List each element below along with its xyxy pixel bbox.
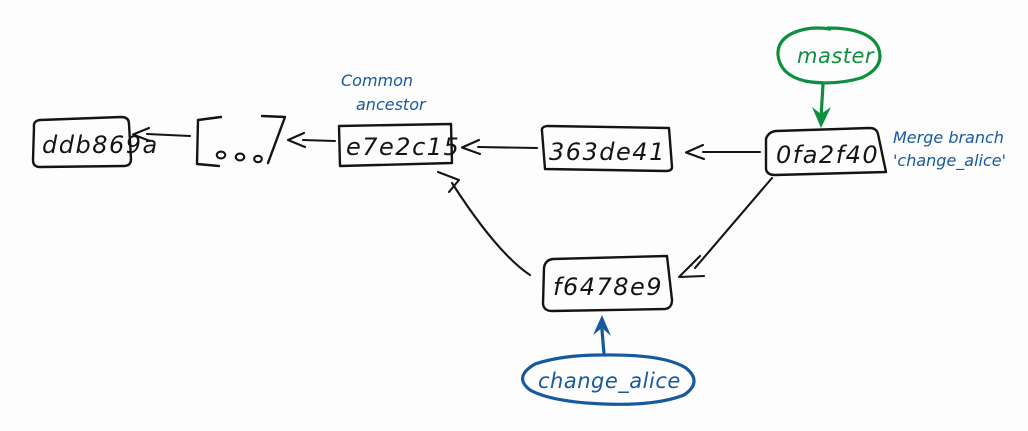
commit-node-f6478e9[interactable]: f6478e9 bbox=[541, 254, 674, 313]
edge-0fa2f40-to-f6478e9 bbox=[677, 176, 774, 279]
branch-pointer-line bbox=[819, 82, 825, 120]
commit-box-outline bbox=[540, 124, 674, 173]
commit-node-0fa2f40[interactable]: 0fa2f40 bbox=[764, 126, 888, 177]
commit-node-e7e2c15[interactable]: e7e2c15 bbox=[337, 122, 460, 168]
edge-arrowhead bbox=[131, 126, 152, 143]
branch-ellipse-outline bbox=[521, 353, 696, 406]
branch-pointer-arrowhead bbox=[812, 107, 831, 128]
annotation-line-2: ancestor bbox=[356, 95, 427, 114]
bracket-right bbox=[260, 114, 287, 165]
edge-ellipsis-to-ddb869a bbox=[131, 126, 192, 143]
branch-name-label: change_alice bbox=[538, 369, 681, 394]
commit-box-outline bbox=[337, 122, 454, 168]
ellipsis-dot-2 bbox=[234, 152, 246, 162]
edge-arrowhead bbox=[436, 170, 461, 194]
edge-363de41-to-e7e2c15 bbox=[460, 138, 539, 156]
commit-box-outline bbox=[764, 126, 888, 177]
edge-arrowhead bbox=[286, 131, 307, 149]
commit-box-outline bbox=[31, 115, 133, 169]
edge-line bbox=[450, 181, 532, 277]
commit-hash-label: ddb869a bbox=[42, 131, 159, 159]
ellipsis-dot-1 bbox=[215, 150, 227, 160]
edge-f6478e9-to-e7e2c15 bbox=[436, 170, 532, 277]
commit-hash-label: 0fa2f40 bbox=[776, 141, 879, 169]
edge-line bbox=[301, 138, 337, 143]
edge-line bbox=[145, 132, 192, 138]
annotation-line-1: Merge branch bbox=[893, 128, 1004, 147]
commit-node-363de41[interactable]: 363de41 bbox=[540, 124, 674, 173]
annotation-merge-branch: Merge branch 'change_alice' bbox=[893, 128, 1006, 171]
ellipsis-dot-3 bbox=[253, 154, 263, 164]
branch-ellipse-outline bbox=[776, 26, 882, 85]
branch-pointer-line bbox=[600, 328, 606, 356]
commit-box-outline bbox=[541, 254, 674, 313]
commit-hash-label: e7e2c15 bbox=[346, 133, 460, 161]
commit-hash-label: 363de41 bbox=[549, 138, 666, 166]
commit-hash-label: f6478e9 bbox=[553, 273, 663, 301]
annotation-common-ancestor: Common ancestor bbox=[341, 71, 427, 114]
edge-e7e2c15-to-ellipsis bbox=[286, 131, 337, 149]
annotation-line-1: Common bbox=[341, 71, 413, 90]
branch-ref-master[interactable]: master bbox=[776, 26, 882, 128]
branch-ref-change-alice[interactable]: change_alice bbox=[521, 315, 696, 406]
commit-node-ddb869a[interactable]: ddb869a bbox=[31, 115, 159, 169]
edge-0fa2f40-to-363de41 bbox=[684, 143, 762, 161]
edge-line bbox=[693, 176, 774, 270]
annotation-line-2: 'change_alice' bbox=[893, 151, 1006, 171]
branch-name-label: master bbox=[797, 44, 875, 68]
commit-node-ellipsis[interactable] bbox=[195, 114, 287, 168]
bracket-left bbox=[195, 115, 223, 168]
edge-line bbox=[476, 145, 539, 150]
edge-arrowhead bbox=[684, 143, 706, 161]
branch-pointer-arrowhead bbox=[593, 315, 611, 336]
edge-arrowhead bbox=[677, 254, 706, 279]
edge-arrowhead bbox=[460, 138, 482, 156]
